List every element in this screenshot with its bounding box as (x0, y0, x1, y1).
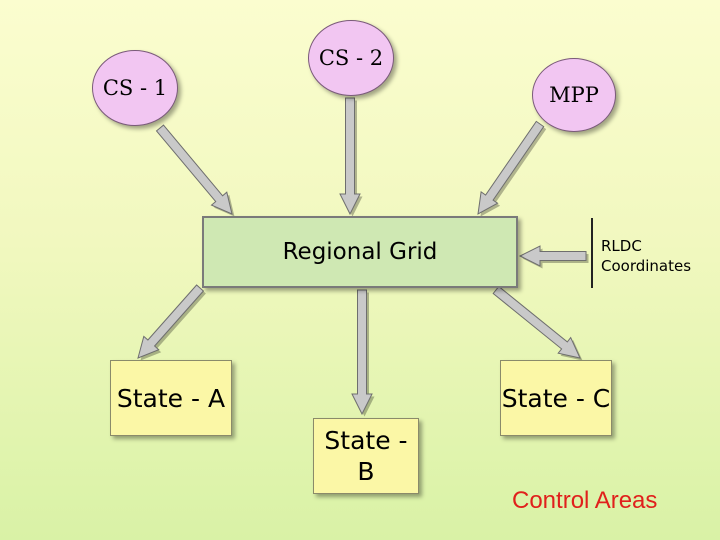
state-b-label: State - B (324, 426, 408, 486)
arrow-cs2-to-grid (339, 97, 361, 216)
arrow-grid-to-state-b (351, 289, 373, 416)
rldc-coordinates-label: RLDC Coordinates (601, 237, 692, 275)
state-c-label: State - C (501, 383, 611, 413)
control-areas-label: Control Areas (512, 487, 658, 514)
state-a-box: State - A (110, 360, 232, 436)
arrow-grid-to-state-a (137, 284, 205, 359)
arrow-cs1-to-grid (155, 124, 233, 215)
cs1-label: CS - 1 (102, 76, 168, 100)
cs2-label: CS - 2 (318, 46, 384, 70)
state-b-box: State - B (313, 418, 419, 494)
mpp-label: MPP (549, 83, 599, 107)
cs1-node: CS - 1 (92, 50, 178, 126)
regional-grid-label: Regional Grid (282, 239, 438, 265)
state-a-label: State - A (116, 383, 226, 413)
regional-grid-box: Regional Grid (202, 216, 518, 288)
mpp-node: MPP (532, 58, 616, 132)
rldc-divider (591, 218, 593, 288)
state-c-box: State - C (500, 360, 612, 436)
arrow-mpp-to-grid (477, 120, 545, 215)
arrow-grid-to-state-c (492, 285, 581, 359)
arrow-rldc-to-grid (518, 245, 587, 267)
cs2-node: CS - 2 (308, 20, 394, 96)
